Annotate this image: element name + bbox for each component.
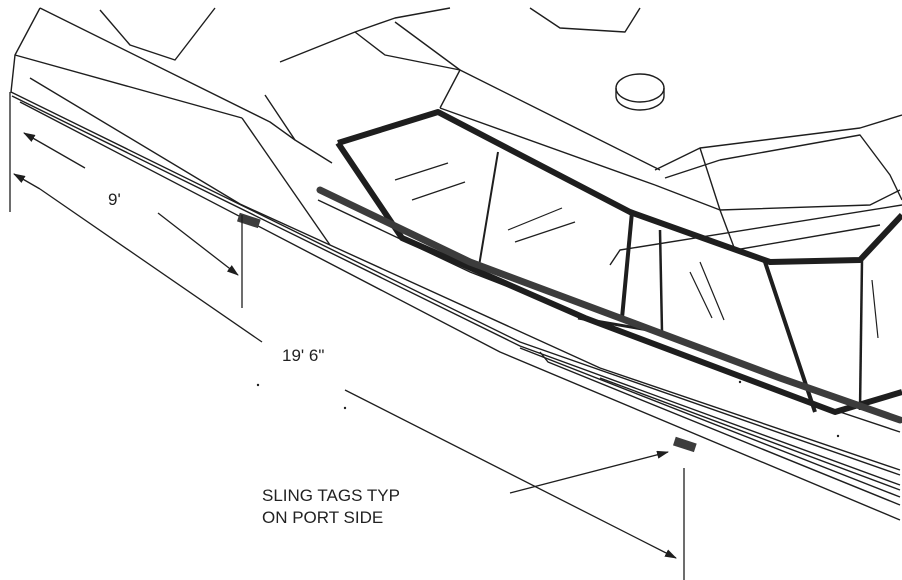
sling-tag-forward xyxy=(236,212,261,229)
short-dim-arrow-right xyxy=(157,212,239,276)
callout-leader xyxy=(509,450,669,494)
long-dim-arrow-right xyxy=(344,389,677,559)
long-dim-arrow-mid xyxy=(39,188,263,343)
hull xyxy=(10,7,901,521)
cabin-top xyxy=(99,7,902,266)
windshield xyxy=(335,109,902,415)
sling-tag-aft xyxy=(672,436,697,453)
dimension-lines xyxy=(9,92,685,580)
short-dimension-label: 9' xyxy=(108,190,121,209)
specks xyxy=(256,380,840,438)
long-dimension-label: 19' 6" xyxy=(282,346,325,365)
rub-rail xyxy=(316,186,902,433)
short-dim-arrow-left xyxy=(23,132,86,169)
callout-line-2: ON PORT SIDE xyxy=(262,508,384,527)
long-dim-arrow-left xyxy=(13,173,41,190)
callout-line-1: SLING TAGS TYP xyxy=(262,486,400,505)
